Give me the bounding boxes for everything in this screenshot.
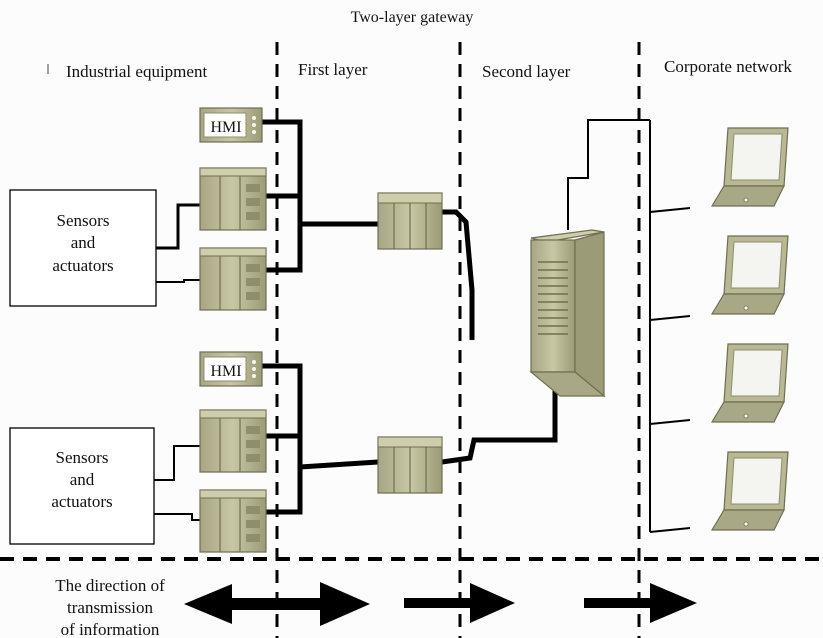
sensor-box-top-line3: actuators	[52, 256, 113, 275]
direction-label-line2: transmission	[67, 598, 153, 617]
wire-sensor-plc-d	[154, 513, 200, 521]
wire-bottom-to-gateway	[299, 459, 379, 470]
gateway-device-bottom	[377, 436, 443, 494]
wire-gw-top-server	[442, 209, 475, 340]
laptop-icon-3	[711, 343, 789, 423]
arrow-right-icon-2	[584, 583, 697, 623]
sensor-box-top-line1: Sensors	[57, 211, 110, 230]
wire-sensor-plc-c	[154, 445, 200, 481]
layer-separators	[275, 42, 641, 638]
wiring	[154, 119, 691, 533]
plc-device-1	[199, 167, 267, 231]
sensor-box-top-line2: and	[71, 233, 96, 252]
wire-server-uplink	[567, 119, 650, 230]
laptop-icon-1	[711, 127, 789, 207]
hmi-label-bottom: HMI	[210, 363, 241, 380]
wire-sensor-plc-b	[156, 279, 200, 283]
sensor-box-bottom-line2: and	[70, 470, 95, 489]
laptop-icon-2	[711, 235, 789, 315]
sensor-box-bottom-line1: Sensors	[56, 448, 109, 467]
direction-label-line1: The direction of	[55, 576, 165, 595]
direction-arrows	[184, 582, 697, 626]
column-corporate: Corporate network	[664, 57, 792, 76]
sensor-box-bottom-line3: actuators	[51, 492, 112, 511]
sensor-box-bottom	[9, 427, 155, 545]
sensor-box-top	[9, 189, 157, 307]
double-arrow-icon	[184, 582, 370, 626]
arrow-right-icon-1	[404, 583, 515, 623]
gateway-device-top	[377, 192, 443, 250]
plc-device-3	[199, 409, 267, 473]
diagram-title: Two-layer gateway	[351, 9, 474, 26]
wire-gw-bottom-server	[441, 370, 558, 465]
wire-sensor-plc-a	[156, 203, 200, 250]
column-industrial: Industrial equipment	[66, 62, 207, 81]
column-first-layer: First layer	[298, 60, 368, 79]
wire-bottom-bus	[262, 363, 303, 515]
plc-device-2	[199, 247, 267, 311]
server-icon	[529, 229, 606, 398]
direction-label-line3: of information	[61, 620, 160, 638]
hmi-label-top: HMI	[210, 119, 241, 136]
plc-device-4	[199, 489, 267, 553]
column-second-layer: Second layer	[482, 62, 571, 81]
laptop-icon-4	[711, 451, 789, 531]
